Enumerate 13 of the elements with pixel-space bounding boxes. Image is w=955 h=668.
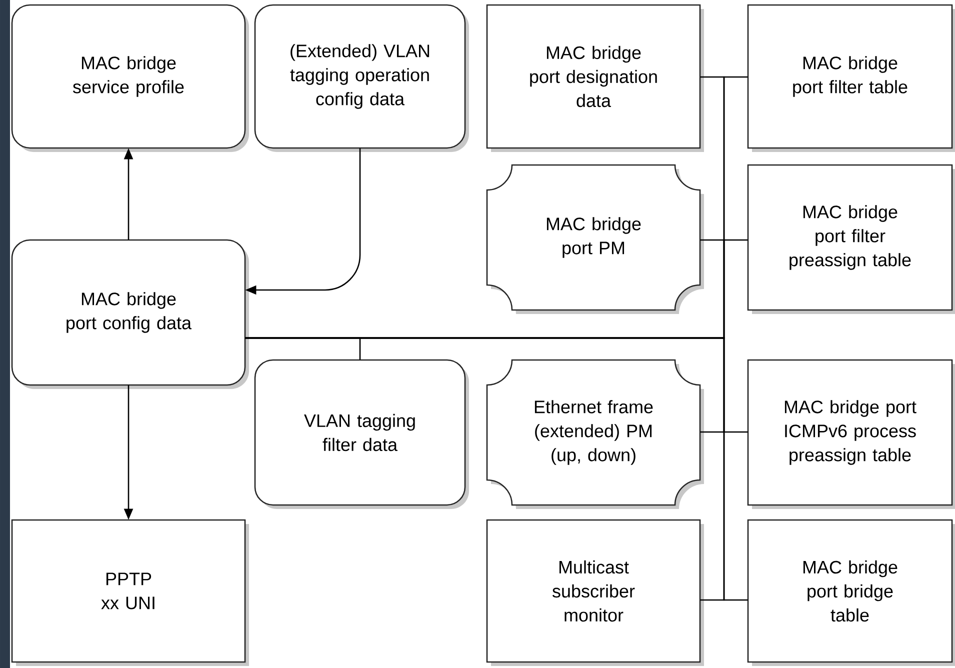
- rounded-box: (Extended) VLAN tagging operation config data: [254, 4, 469, 152]
- process-box: MAC bridge port filter table: [747, 4, 955, 152]
- rounded-box: MAC bridge port config data: [11, 239, 249, 389]
- process-box: MAC bridge port ICMPv6 process preassign table: [747, 359, 955, 509]
- plaque-box: Ethernet frame (extended) PM (up, down): [486, 359, 704, 509]
- process-box: MAC bridge port filter preassign table: [747, 164, 955, 314]
- process-box: PPTP xx UNI: [11, 519, 249, 666]
- process-box: MAC bridge port designation data: [486, 4, 704, 152]
- rounded-box: MAC bridge service profile: [11, 4, 249, 152]
- process-box: Multicast subscriber monitor: [486, 519, 704, 666]
- rounded-box: VLAN tagging filter data: [254, 359, 469, 509]
- process-box: MAC bridge port bridge table: [747, 519, 955, 666]
- plaque-box: MAC bridge port PM: [486, 164, 704, 314]
